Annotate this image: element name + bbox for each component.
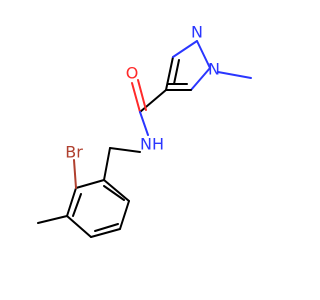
pyrazole-nitrogen-2-label: N [191,23,203,42]
bond-group [37,40,252,238]
bond-ring-2 [66,187,77,217]
bond-n1-methyl [217,71,252,79]
bond-c4-carbonyl [139,89,167,113]
bond-ring-5 [119,200,130,230]
atom-labels: O N H N N Br [65,23,220,162]
bond-carbonyl-o [131,82,141,113]
bond-ring-6 [103,179,130,202]
bond-ring-inner-3 [103,185,125,201]
oxygen-label: O [126,64,139,83]
pyrazole-nitrogen-1-label: N [208,60,220,79]
bond-ring-4 [90,228,121,238]
bromine-label: Br [65,143,83,162]
bond-carbonyl-n [139,111,149,136]
bond-ring-3 [66,215,92,238]
amide-nitrogen-label: N [140,135,152,154]
bond-n1-c5 [190,67,211,91]
molecule-structure: O N H N N Br [37,23,252,238]
bond-ring-inner-2 [94,223,119,232]
bond-c3-c4 [165,56,174,91]
bond-c3-n2 [172,40,198,58]
bond-carbonyl-o-double [137,79,147,111]
bond-n2-n1 [196,40,211,69]
bond-ring-inner-1 [72,193,82,217]
bond-ring-1 [75,179,105,189]
molecule-canvas: O N H N N Br [37,22,252,238]
bond-c3-c4-double [173,59,180,85]
bond-ring-methyl [37,215,68,224]
amide-hydrogen-label: H [152,135,164,154]
bond-ch2-ring [103,147,111,181]
bond-n-ch2 [109,147,141,153]
bond-ring-bromine [73,159,77,189]
